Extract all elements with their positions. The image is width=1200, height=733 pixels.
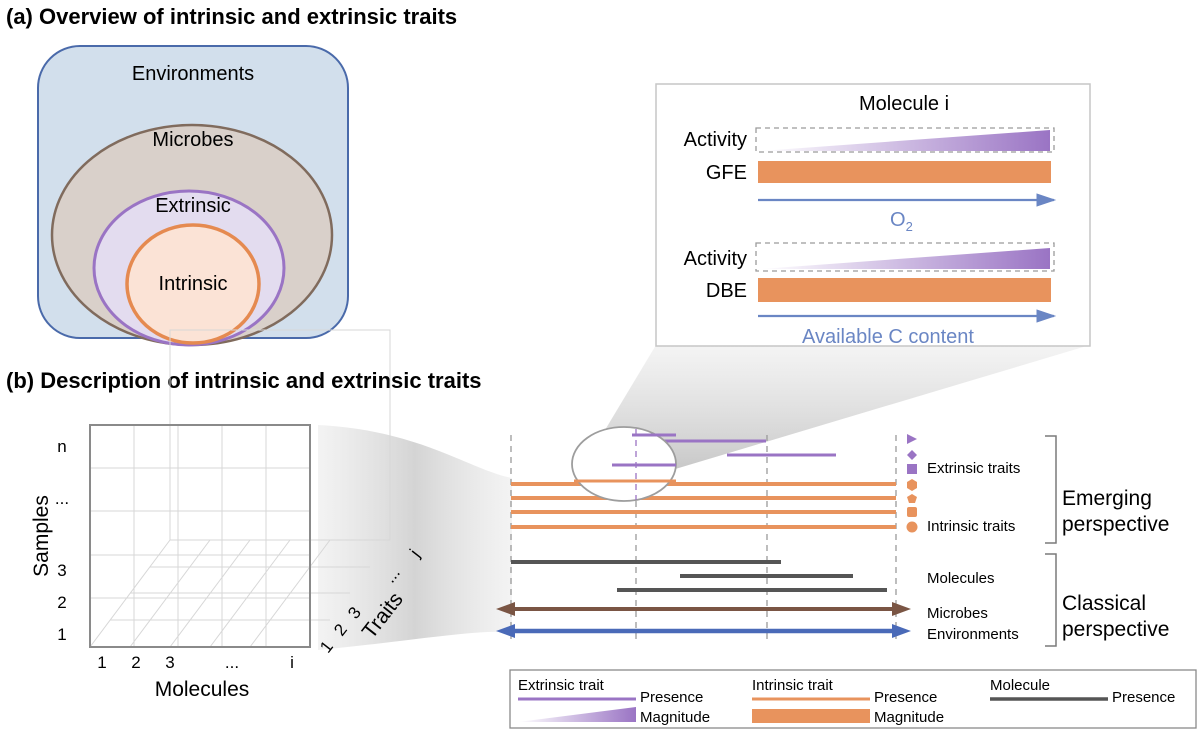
activity-wedge-1 xyxy=(760,130,1050,151)
sample-tick-n: n xyxy=(57,437,66,456)
gfe-label: GFE xyxy=(706,162,747,184)
molecules-axis-label: Molecules xyxy=(155,678,250,701)
panel-a-heading: (a) Overview of intrinsic and extrinsic … xyxy=(6,4,457,29)
matrix-front-frame xyxy=(89,424,311,648)
inset-title: Molecule i xyxy=(859,93,949,115)
legend-extrinsic-magnitude-swatch xyxy=(518,707,636,722)
inset-zoom-cone xyxy=(590,345,1090,470)
legend-extrinsic-title: Extrinsic trait xyxy=(518,677,605,694)
diamond-marker-icon xyxy=(907,450,917,460)
environments-label: Environments xyxy=(132,63,254,85)
rounded-square-marker-icon xyxy=(907,507,917,517)
legend-molecule-title: Molecule xyxy=(990,677,1050,694)
classical-bracket xyxy=(1045,553,1057,647)
sample-tick-3: 3 xyxy=(57,561,66,580)
molecule-tick-dots: ... xyxy=(225,653,239,672)
extrinsic-label: Extrinsic xyxy=(155,195,231,217)
molecule-tick-2: 2 xyxy=(131,653,140,672)
panel-b-heading: (b) Description of intrinsic and extrins… xyxy=(6,368,482,393)
emerging-label-1: Emerging xyxy=(1062,487,1152,510)
microbes-label: Microbes xyxy=(152,129,233,151)
legend-extrinsic-presence: Presence xyxy=(640,689,703,706)
emerging-bracket xyxy=(1045,435,1057,544)
triangle-marker-icon xyxy=(907,434,917,444)
legend-molecule-presence: Presence xyxy=(1112,689,1175,706)
classical-label-2: perspective xyxy=(1062,618,1169,641)
hexagon-marker-icon xyxy=(907,479,917,491)
microbes-arrow-left xyxy=(496,602,515,616)
classical-label-1: Classical xyxy=(1062,592,1146,615)
legend-intrinsic-title: Intrinsic trait xyxy=(752,677,834,694)
legend: Extrinsic trait Presence Magnitude Intri… xyxy=(509,669,1197,729)
trait-schematic: Extrinsic traits Intrinsic traits Molecu… xyxy=(496,426,1169,647)
molecule-inset: Molecule i Activity GFE O2 Activity DBE … xyxy=(655,83,1091,348)
samples-axis-label: Samples xyxy=(30,495,53,577)
o2-label: O2 xyxy=(890,209,913,234)
circle-marker-icon xyxy=(906,521,918,533)
legend-intrinsic-magnitude-swatch xyxy=(752,709,870,723)
activity-label-2: Activity xyxy=(684,248,747,270)
extrinsic-traits-label: Extrinsic traits xyxy=(927,460,1020,477)
matrix-zoom-cone xyxy=(318,425,512,650)
microbes-arrow-right xyxy=(892,602,911,616)
activity-box-2 xyxy=(755,242,1055,272)
sample-tick-1: 1 xyxy=(57,625,66,644)
environments-arrow-right xyxy=(892,624,911,638)
dbe-bar xyxy=(758,278,1051,302)
dbe-label: DBE xyxy=(706,280,747,302)
legend-extrinsic-magnitude: Magnitude xyxy=(640,709,710,726)
legend-intrinsic-magnitude: Magnitude xyxy=(874,709,944,726)
molecules-row-label: Molecules xyxy=(927,570,995,587)
intrinsic-traits-label: Intrinsic traits xyxy=(927,518,1015,535)
intrinsic-label: Intrinsic xyxy=(159,273,228,295)
environments-arrow-left xyxy=(496,624,515,638)
legend-intrinsic-presence: Presence xyxy=(874,689,937,706)
gfe-bar xyxy=(758,161,1051,183)
emerging-label-2: perspective xyxy=(1062,513,1169,536)
microbes-row-label: Microbes xyxy=(927,605,988,622)
nested-sets-diagram: Environments Microbes Extrinsic Intrinsi… xyxy=(37,45,349,347)
inset-box xyxy=(655,83,1091,347)
molecule-tick-i: i xyxy=(290,653,294,672)
intrinsic-set xyxy=(125,223,261,345)
carbon-label: Available C content xyxy=(802,326,974,348)
activity-wedge-2 xyxy=(760,248,1050,269)
pentagon-marker-icon xyxy=(907,494,917,503)
molecule-tick-3: 3 xyxy=(165,653,174,672)
sample-tick-2: 2 xyxy=(57,593,66,612)
square-marker-icon xyxy=(907,464,917,474)
activity-label-1: Activity xyxy=(684,129,747,151)
sample-tick-dots: ... xyxy=(55,489,69,508)
activity-box-1 xyxy=(755,127,1055,153)
environments-row-label: Environments xyxy=(927,626,1019,643)
molecule-tick-1: 1 xyxy=(97,653,106,672)
